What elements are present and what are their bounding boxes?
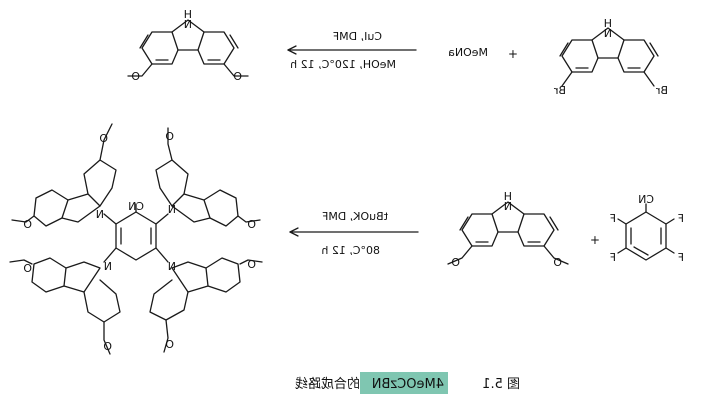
br-right-label: Br [553, 84, 566, 97]
caption-highlight [360, 372, 448, 394]
caption-highlight-text: 4MeOCzBN [372, 377, 444, 392]
cn-label: CN [128, 200, 144, 213]
dimethoxycarbazole-structure: H N O O [127, 8, 249, 83]
dibromocarbazole-structure: H N Br Br [553, 17, 668, 97]
condition-top-label: CuI, DMF [333, 30, 382, 43]
tetrafluorobenzonitrile-structure: CN F F F F [610, 193, 684, 264]
reaction-arrow [287, 45, 417, 55]
n-label: N [96, 208, 104, 221]
condition-bottom-label: 80°C, 12 h [321, 244, 380, 257]
condition-bottom-label: MeOH, 120°C, 12 h [290, 58, 396, 71]
o-right-label: O [131, 70, 140, 83]
nh-label: H [604, 17, 612, 30]
o-label: O [103, 340, 112, 353]
n-label: N [604, 27, 612, 40]
product-4meoczbn-structure: CN N N N N O O O O O O O O [9, 123, 263, 355]
o-label: O [23, 262, 32, 275]
n-label: N [168, 260, 176, 273]
o-label: O [99, 132, 108, 145]
f2-label: F [610, 212, 616, 225]
o-label: O [247, 218, 256, 231]
o-label: O [165, 130, 174, 143]
f1-label: F [678, 212, 684, 225]
plus-sign: + [508, 47, 518, 61]
n-label: N [504, 200, 512, 213]
condition-top-label: tBuOK, DMF [322, 210, 388, 223]
caption-prefix: 图 5.1 [482, 377, 520, 392]
n-label: N [184, 18, 192, 31]
plus-sign: + [590, 233, 600, 247]
o-label: O [165, 338, 174, 351]
dimethoxycarbazole-structure: H N O O [447, 190, 569, 269]
cn-label: CN [638, 193, 654, 206]
n-label: N [168, 203, 176, 216]
o-left-label: O [233, 70, 242, 83]
n-label: N [104, 260, 112, 273]
o-right-label: O [451, 256, 460, 269]
f4-label: F [610, 251, 616, 264]
br-left-label: Br [655, 84, 668, 97]
nh-label: H [184, 8, 192, 21]
caption-suffix: 的合成路线 [295, 376, 360, 392]
reagent-label: MeONa [448, 46, 488, 59]
nh-label: H [504, 190, 512, 203]
reaction-arrow [289, 227, 419, 237]
f3-label: F [678, 251, 684, 264]
o-left-label: O [553, 256, 562, 269]
o-label: O [247, 258, 256, 271]
o-label: O [23, 218, 32, 231]
figure-caption: 图 5.1 4MeOCzBN 的合成路线 [295, 372, 520, 394]
